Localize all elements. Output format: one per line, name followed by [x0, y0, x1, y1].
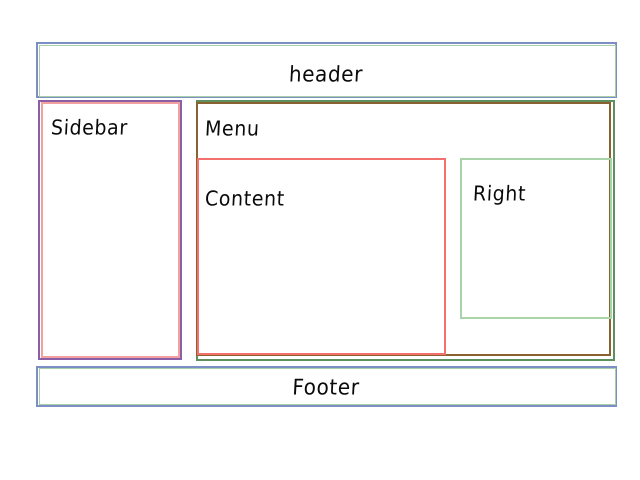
region-header-outer: [36, 42, 617, 98]
region-content: [197, 158, 446, 355]
region-footer-inner-accent: [39, 368, 616, 405]
region-sidebar-outer: [38, 100, 182, 360]
region-content-label: Content: [204, 187, 286, 211]
region-right-label: Right: [472, 182, 527, 206]
region-footer-outer: [36, 366, 617, 407]
region-right: [460, 158, 612, 319]
region-footer-label: Footer: [291, 374, 361, 400]
region-sidebar-label: Sidebar: [50, 116, 129, 140]
region-sidebar: [41, 102, 180, 358]
region-menu-label: Menu: [204, 117, 261, 141]
region-header-inner-accent: [39, 45, 616, 97]
region-header-label: header: [288, 61, 364, 87]
